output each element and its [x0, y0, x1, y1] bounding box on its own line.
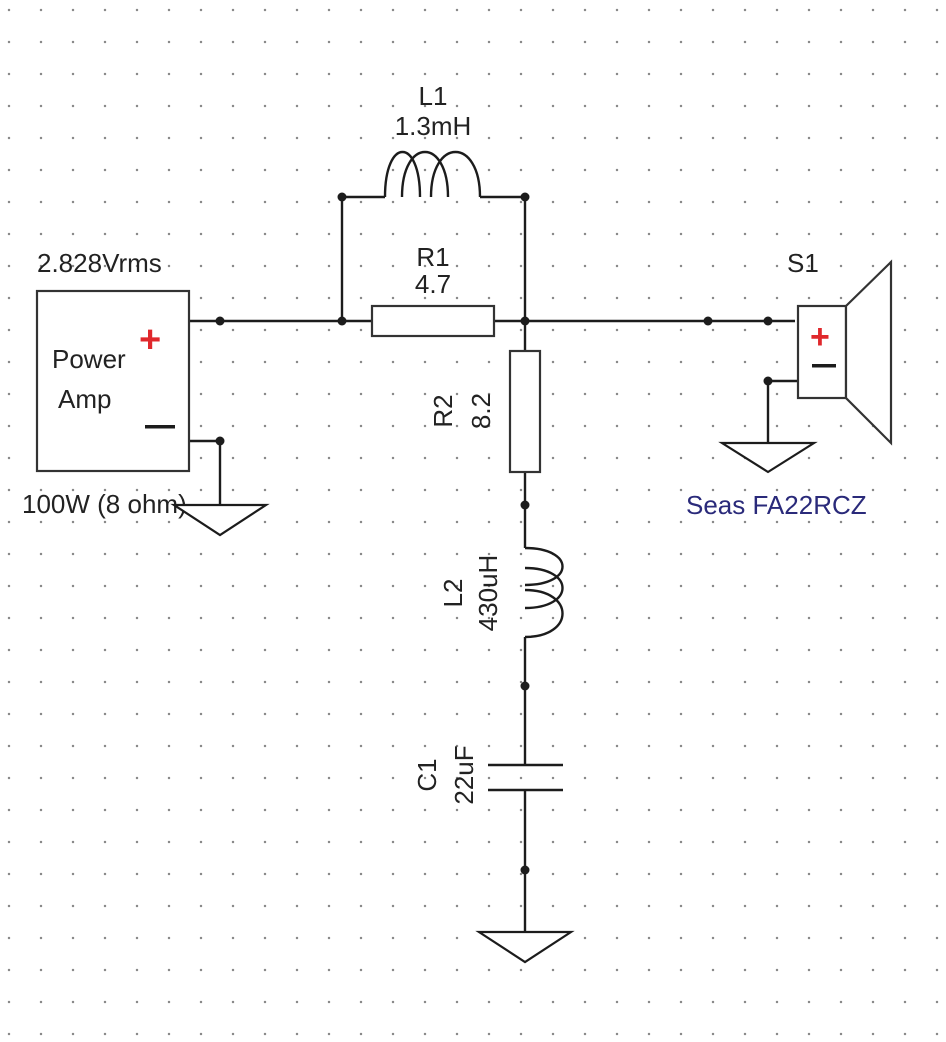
junction-nodes	[215, 192, 773, 875]
junction-node	[215, 316, 225, 326]
resistor-r2[interactable]: R2 8.2	[428, 349, 542, 474]
c1-ref-label: C1	[412, 758, 442, 791]
ground-icon	[170, 503, 270, 537]
r1-value-label: 4.7	[415, 269, 451, 299]
junction-node	[763, 376, 773, 386]
amp-plus-terminal: +	[139, 319, 161, 361]
junction-node	[703, 316, 713, 326]
junction-node	[215, 436, 225, 446]
amp-name-line2: Amp	[58, 384, 111, 414]
resistor-r1-body[interactable]	[370, 304, 496, 338]
inductor-l2[interactable]: L2 430uH	[438, 546, 564, 639]
ground-icon	[475, 930, 575, 964]
junction-node	[337, 316, 347, 326]
junction-node	[763, 316, 773, 326]
junction-node	[520, 192, 530, 202]
power-amp[interactable]: 2.828Vrms Power Amp + 100W (8 ohm)	[22, 248, 191, 519]
speaker-cone-icon	[844, 259, 893, 446]
speaker-minus-terminal-icon	[812, 364, 836, 368]
speaker-s1[interactable]: + S1 Seas FA22RCZ	[686, 248, 893, 520]
amp-rating-label: 100W (8 ohm)	[22, 489, 187, 519]
junction-node	[520, 865, 530, 875]
r2-ref-label: R2	[428, 394, 458, 427]
c1-value-label: 22uF	[449, 745, 479, 804]
resistor-r1[interactable]: R1 4.7	[370, 242, 496, 338]
r2-value-label: 8.2	[466, 393, 496, 429]
amp-voltage-label: 2.828Vrms	[37, 248, 162, 278]
wires	[189, 195, 798, 932]
ground-icon	[718, 441, 818, 474]
r1-ref-label: R1	[416, 242, 449, 272]
resistor-r2-body[interactable]	[508, 349, 542, 474]
junction-node	[520, 316, 530, 326]
speaker-magnet-body[interactable]	[796, 304, 848, 400]
junction-node	[520, 681, 530, 691]
inductor-l1-coil[interactable]	[383, 151, 482, 198]
junction-node	[520, 500, 530, 510]
power-amp-body[interactable]	[35, 289, 191, 473]
junction-node	[337, 192, 347, 202]
l1-ref-label: L1	[419, 81, 448, 111]
amp-minus-terminal-icon	[145, 425, 175, 429]
speaker-plus-terminal: +	[810, 318, 830, 356]
speaker-ref-label: S1	[787, 248, 819, 278]
inductor-l1[interactable]: L1 1.3mH	[383, 81, 482, 198]
l2-ref-label: L2	[438, 579, 468, 608]
l2-value-label: 430uH	[473, 555, 503, 632]
capacitor-c1[interactable]: C1 22uF	[412, 745, 563, 805]
amp-name-line1: Power	[52, 344, 126, 374]
speaker-model-label: Seas FA22RCZ	[686, 490, 867, 520]
l1-value-label: 1.3mH	[395, 111, 472, 141]
inductor-l2-coil[interactable]	[524, 546, 564, 639]
